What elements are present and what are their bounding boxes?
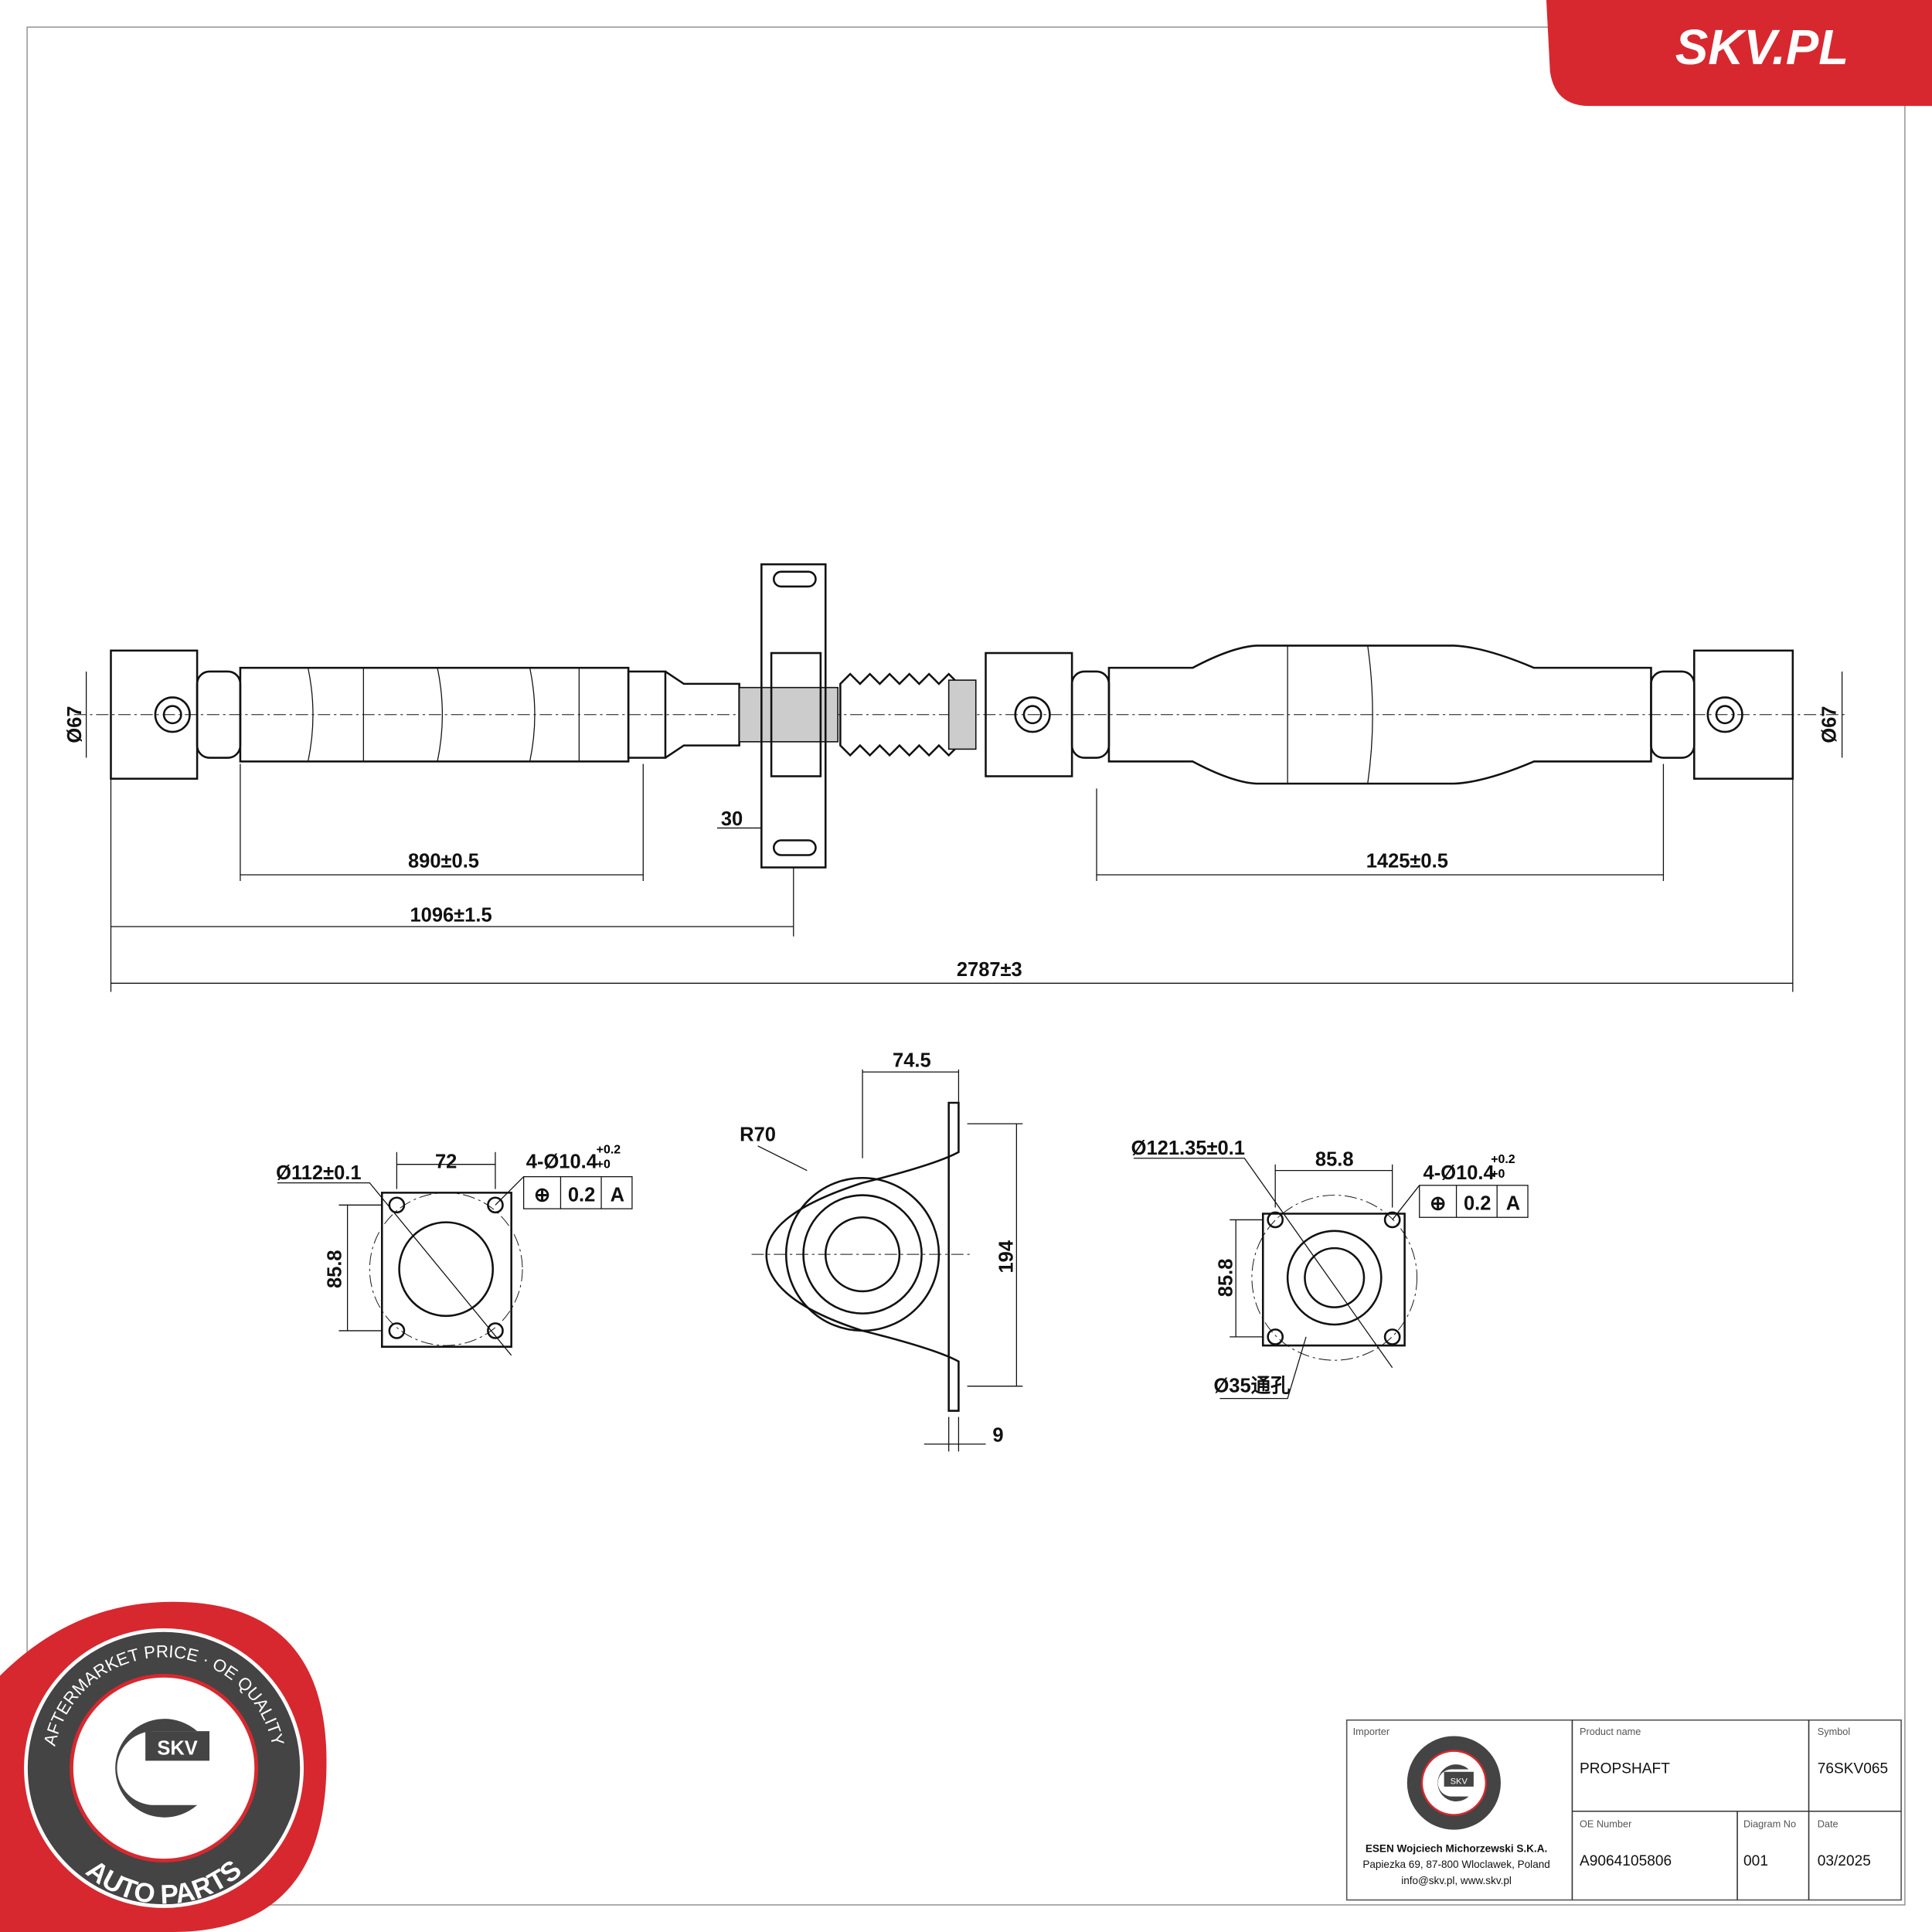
skv-badge-logo: SKV AFTERMARKET PRICE · OE QUALITY AUTO … — [0, 1601, 327, 1932]
svg-text:Ø35通孔: Ø35通孔 — [1213, 1376, 1291, 1397]
importer-name: ESEN Wojciech Michorzewski S.K.A. — [1366, 1842, 1547, 1854]
importer-label: Importer — [1353, 1726, 1390, 1737]
svg-text:85.8: 85.8 — [1215, 1259, 1236, 1298]
svg-text:Ø121.35±0.1: Ø121.35±0.1 — [1131, 1138, 1245, 1159]
svg-text:85.8: 85.8 — [1315, 1148, 1354, 1170]
svg-text:Date: Date — [1818, 1818, 1838, 1829]
dim-30: 30 — [721, 808, 743, 830]
svg-text:0.2: 0.2 — [1464, 1193, 1491, 1215]
svg-text:Diagram No: Diagram No — [1743, 1818, 1796, 1829]
svg-text:SKV: SKV — [1451, 1777, 1468, 1787]
svg-text:Product name: Product name — [1580, 1726, 1641, 1737]
svg-text:85.8: 85.8 — [325, 1250, 346, 1288]
svg-text:OE Number: OE Number — [1580, 1818, 1632, 1829]
diagram-no: 001 — [1743, 1853, 1768, 1869]
title-block: Importer SKV ESEN Wojciech Michorzewski … — [1345, 1719, 1902, 1901]
svg-text:⊕: ⊕ — [534, 1185, 550, 1206]
importer-contact: info@skv.pl, www.skv.pl — [1401, 1875, 1512, 1886]
svg-text:A: A — [1506, 1193, 1520, 1215]
svg-text:Symbol: Symbol — [1818, 1726, 1851, 1737]
brand-logo: SKV.PL — [1546, 0, 1932, 107]
dim-1096: 1096±1.5 — [410, 905, 492, 927]
shaft-dimensions: Ø67 Ø67 30 890±0.5 1096±1.5 1425±0.5 278… — [64, 671, 1843, 992]
svg-text:SKV.PL: SKV.PL — [1675, 19, 1849, 75]
svg-text:4-Ø10.4: 4-Ø10.4 — [1423, 1162, 1495, 1184]
date: 03/2025 — [1818, 1853, 1871, 1869]
svg-text:0.2: 0.2 — [568, 1185, 595, 1206]
svg-text:R70: R70 — [740, 1124, 776, 1145]
dim-right-dia: Ø67 — [1819, 706, 1841, 743]
svg-text:+0: +0 — [597, 1158, 611, 1171]
dim-2787: 2787±3 — [957, 959, 1022, 981]
dim-890: 890±0.5 — [408, 850, 479, 872]
flange-2-view: ⊕ 0.2 A Ø121.35±0.1 85.8 85.8 4-Ø10.4 +0… — [1131, 1138, 1529, 1400]
product-name: PROPSHAFT — [1580, 1760, 1670, 1777]
oe-number: A9064105806 — [1580, 1853, 1672, 1869]
symbol: 76SKV065 — [1818, 1760, 1888, 1777]
svg-text:+0.2: +0.2 — [597, 1143, 621, 1156]
flange-1-view: ⊕ 0.2 A Ø112±0.1 72 85.8 4-Ø10.4 +0.2 +0 — [276, 1143, 633, 1356]
svg-text:A: A — [611, 1185, 624, 1206]
dim-left-dia: Ø67 — [64, 706, 86, 743]
svg-text:4-Ø10.4: 4-Ø10.4 — [526, 1151, 598, 1172]
svg-text:194: 194 — [996, 1240, 1018, 1273]
svg-text:SKV: SKV — [157, 1737, 197, 1759]
importer-logo: SKV — [1406, 1736, 1501, 1830]
svg-text:Ø112±0.1: Ø112±0.1 — [276, 1162, 361, 1184]
svg-text:+0.2: +0.2 — [1491, 1153, 1515, 1166]
propshaft-side-view — [73, 563, 1849, 869]
svg-text:74.5: 74.5 — [893, 1050, 931, 1072]
svg-text:⊕: ⊕ — [1430, 1193, 1446, 1215]
svg-text:72: 72 — [435, 1151, 457, 1172]
dim-1425: 1425±0.5 — [1366, 850, 1448, 872]
drawing-frame — [26, 26, 1906, 1906]
svg-text:9: 9 — [992, 1424, 1003, 1446]
svg-text:+0: +0 — [1491, 1168, 1505, 1181]
center-bearing-view: 74.5 R70 194 9 — [740, 1050, 1023, 1452]
importer-address: Papiezka 69, 87-800 Wloclawek, Poland — [1362, 1859, 1549, 1870]
